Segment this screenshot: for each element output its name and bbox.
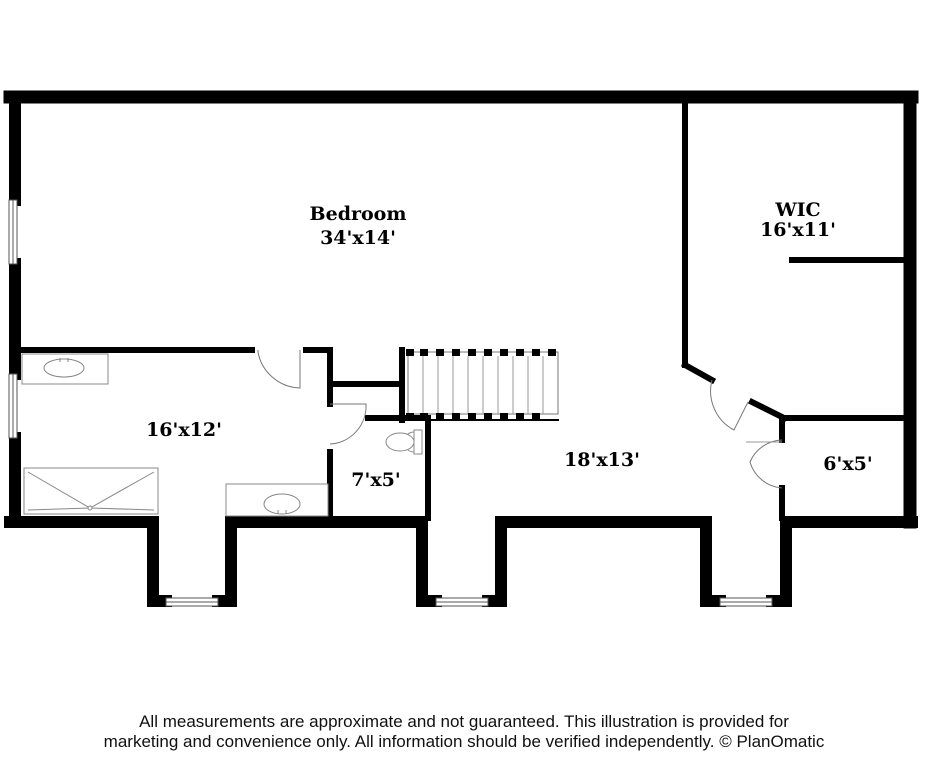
bedroom-name: Bedroom <box>310 203 407 225</box>
interior-walls <box>17 100 907 521</box>
staircase <box>406 349 559 420</box>
bath-size: 16'x12' <box>146 419 222 441</box>
sink-icon <box>43 358 85 378</box>
doors <box>257 350 783 489</box>
room-labels: Bedroom 34'x14' WIC 16'x11' 16'x12' 7'x5… <box>146 199 873 491</box>
disclaimer-line-2: marketing and convenience only. All info… <box>103 732 825 751</box>
toilet-icon <box>385 429 423 455</box>
sink-icon-2 <box>263 493 301 515</box>
closet-size: 6'x5' <box>823 453 872 475</box>
windows <box>8 199 773 607</box>
toilet-room-size: 7'x5' <box>351 469 400 491</box>
wic-name: WIC <box>774 199 820 221</box>
bedroom-size: 34'x14' <box>320 227 396 249</box>
wic-size: 16'x11' <box>760 219 836 241</box>
hall-size: 18'x13' <box>564 449 640 471</box>
disclaimer-line-1: All measurements are approximate and not… <box>139 712 789 731</box>
exterior-walls <box>3 90 919 607</box>
disclaimer: All measurements are approximate and not… <box>0 712 928 752</box>
fixtures <box>21 353 423 517</box>
